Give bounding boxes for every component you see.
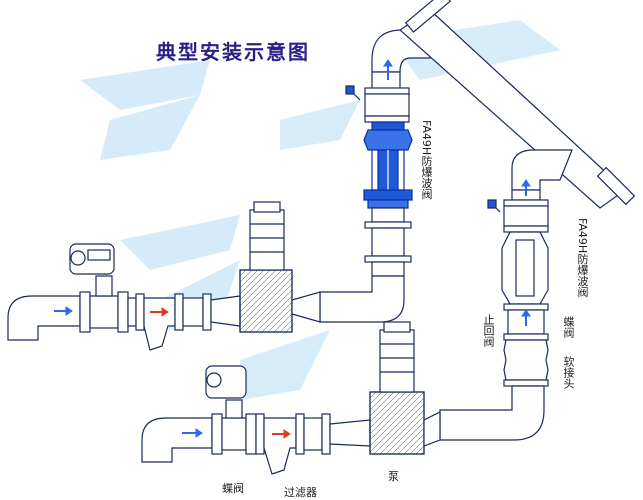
upper-valve-stack <box>345 71 410 123</box>
top-diagonal-pipe <box>371 0 636 209</box>
label-butterfly-right: 蝶阀 <box>562 316 575 338</box>
flow-arrow-upper-stack <box>383 59 393 80</box>
label-check-valve: 止回阀 <box>482 314 495 347</box>
flow-arrow-upper-inlet <box>54 306 73 316</box>
flow-arrow-right-stack-1 <box>521 309 531 326</box>
label-fa49h-right: FA49H防爆波阀 <box>576 218 589 298</box>
label-pump: 泵 <box>388 470 399 483</box>
label-soft-joint: 软接头 <box>562 356 575 389</box>
right-valve-stack <box>439 189 549 441</box>
label-butterfly-bottom: 蝶阀 <box>222 482 244 495</box>
label-fa49h-upper: FA49H防爆波阀 <box>420 120 433 200</box>
flow-arrow-right-stack-2 <box>521 179 531 196</box>
fa49h-valve-upper <box>363 121 413 209</box>
label-filter: 过滤器 <box>284 486 317 499</box>
upper-horizontal-line <box>7 201 321 351</box>
upper-stack-lower <box>319 207 412 323</box>
flow-arrow-lower-inlet <box>182 428 203 438</box>
flow-arrows <box>54 59 531 439</box>
flow-arrow-filter-upper <box>150 307 169 317</box>
flow-arrow-filter-lower <box>272 429 291 439</box>
lower-horizontal-line <box>141 321 441 475</box>
diagram-title: 典型安装示意图 <box>156 40 310 64</box>
